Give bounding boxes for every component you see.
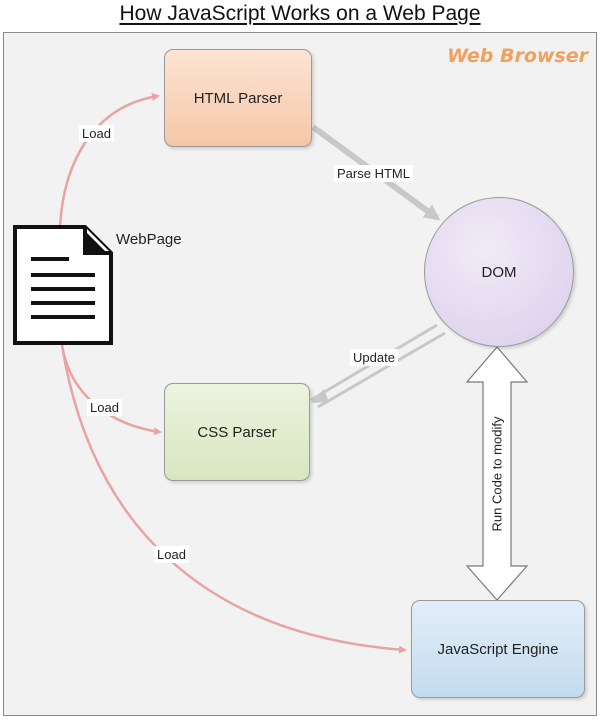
- update-arrowhead: [311, 389, 329, 403]
- document-icon: [13, 225, 113, 345]
- html-parser-node: HTML Parser: [164, 49, 312, 147]
- html-parser-label: HTML Parser: [193, 89, 283, 107]
- load-html-arrow: [58, 92, 160, 227]
- web-browser-label: Web Browser: [447, 45, 588, 67]
- parse-html-label: Parse HTML: [334, 165, 413, 182]
- load-html-label: Load: [79, 125, 114, 142]
- update-line-2: [317, 331, 446, 409]
- load-css-arrow: [60, 344, 162, 436]
- dom-node: DOM: [424, 197, 574, 347]
- diagram-title: How JavaScript Works on a Web Page: [119, 2, 481, 25]
- dom-label: DOM: [481, 263, 517, 281]
- update-label: Update: [350, 349, 398, 366]
- javascript-engine-label: JavaScript Engine: [437, 640, 559, 658]
- load-js-label: Load: [154, 546, 189, 563]
- run-code-label: Run Code to modify: [489, 416, 505, 532]
- css-parser-node: CSS Parser: [164, 383, 310, 481]
- css-parser-label: CSS Parser: [197, 423, 277, 441]
- webpage-label: WebPage: [116, 231, 182, 248]
- load-css-label: Load: [87, 399, 122, 416]
- javascript-engine-node: JavaScript Engine: [411, 600, 585, 698]
